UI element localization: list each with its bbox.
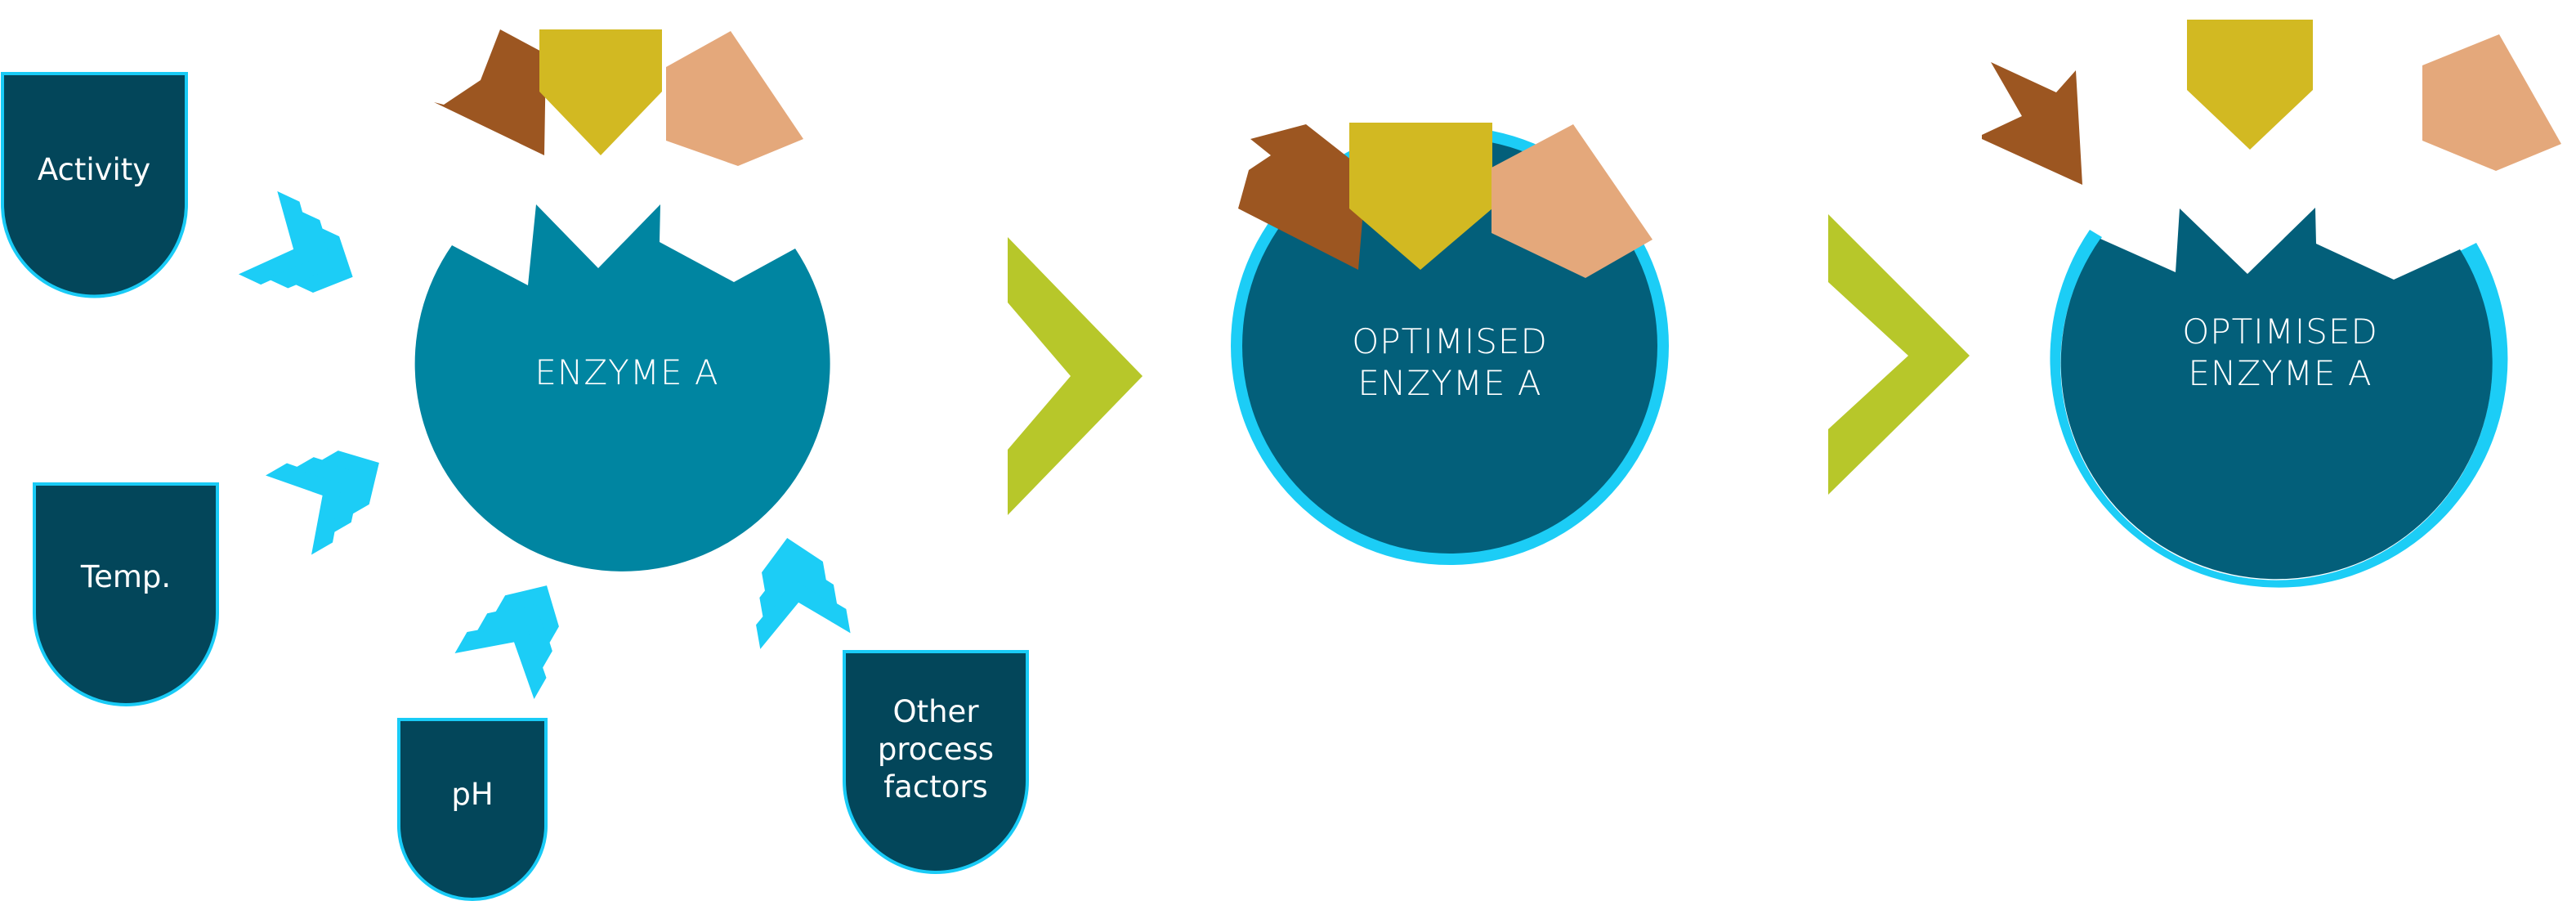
optimised-enzyme-released-label-line2: ENZYME A bbox=[2188, 353, 2372, 393]
optimised-enzyme-bound-label-line1: OPTIMISED bbox=[1352, 321, 1548, 361]
triple-chevron-icon bbox=[454, 585, 559, 699]
substrate-yellow bbox=[1349, 123, 1492, 270]
factor-other-process-factors: Other process factors bbox=[843, 650, 1029, 874]
enzyme-a-body bbox=[414, 204, 830, 572]
optimised-enzyme-bound-label-line2: ENZYME A bbox=[1357, 363, 1541, 403]
optimised-enzyme-released-body bbox=[2060, 208, 2493, 580]
factor-other-line3: factors bbox=[883, 769, 988, 805]
substrate-yellow bbox=[539, 29, 662, 155]
triple-chevron-icon bbox=[756, 538, 851, 649]
process-arrow-2 bbox=[1828, 214, 1970, 495]
substrate-brown bbox=[1238, 124, 1366, 270]
factor-ph-label: pH bbox=[451, 777, 493, 812]
substrate-brown bbox=[434, 29, 546, 155]
factor-ph: pH bbox=[397, 718, 548, 901]
substrate-brown bbox=[1982, 62, 2082, 185]
substrate-group-released bbox=[1982, 20, 2561, 185]
factor-temp: Temp. bbox=[33, 482, 219, 706]
optimised-enzyme-bound: OPTIMISED ENZYME A bbox=[1231, 123, 1669, 565]
factor-temp-label: Temp. bbox=[80, 559, 171, 594]
substrate-group-initial bbox=[434, 29, 803, 166]
substrate-peach bbox=[2422, 34, 2561, 171]
factor-activity: Activity bbox=[0, 72, 188, 298]
substrate-yellow bbox=[2187, 20, 2313, 150]
factor-other-line1: Other bbox=[892, 694, 979, 729]
optimised-enzyme-released: OPTIMISED ENZYME A bbox=[2050, 208, 2508, 588]
factor-other-line2: process bbox=[878, 732, 994, 767]
enzyme-a-label: ENZYME A bbox=[534, 352, 718, 392]
optimised-enzyme-released-label-line1: OPTIMISED bbox=[2182, 312, 2378, 352]
process-arrow-1 bbox=[1008, 237, 1143, 515]
triple-chevron-icon bbox=[238, 191, 353, 293]
substrate-peach bbox=[1491, 124, 1652, 278]
enzyme-a: ENZYME A bbox=[414, 204, 830, 572]
triple-chevron-icon bbox=[266, 450, 379, 555]
factor-activity-label: Activity bbox=[38, 152, 150, 187]
substrate-peach bbox=[666, 31, 803, 166]
